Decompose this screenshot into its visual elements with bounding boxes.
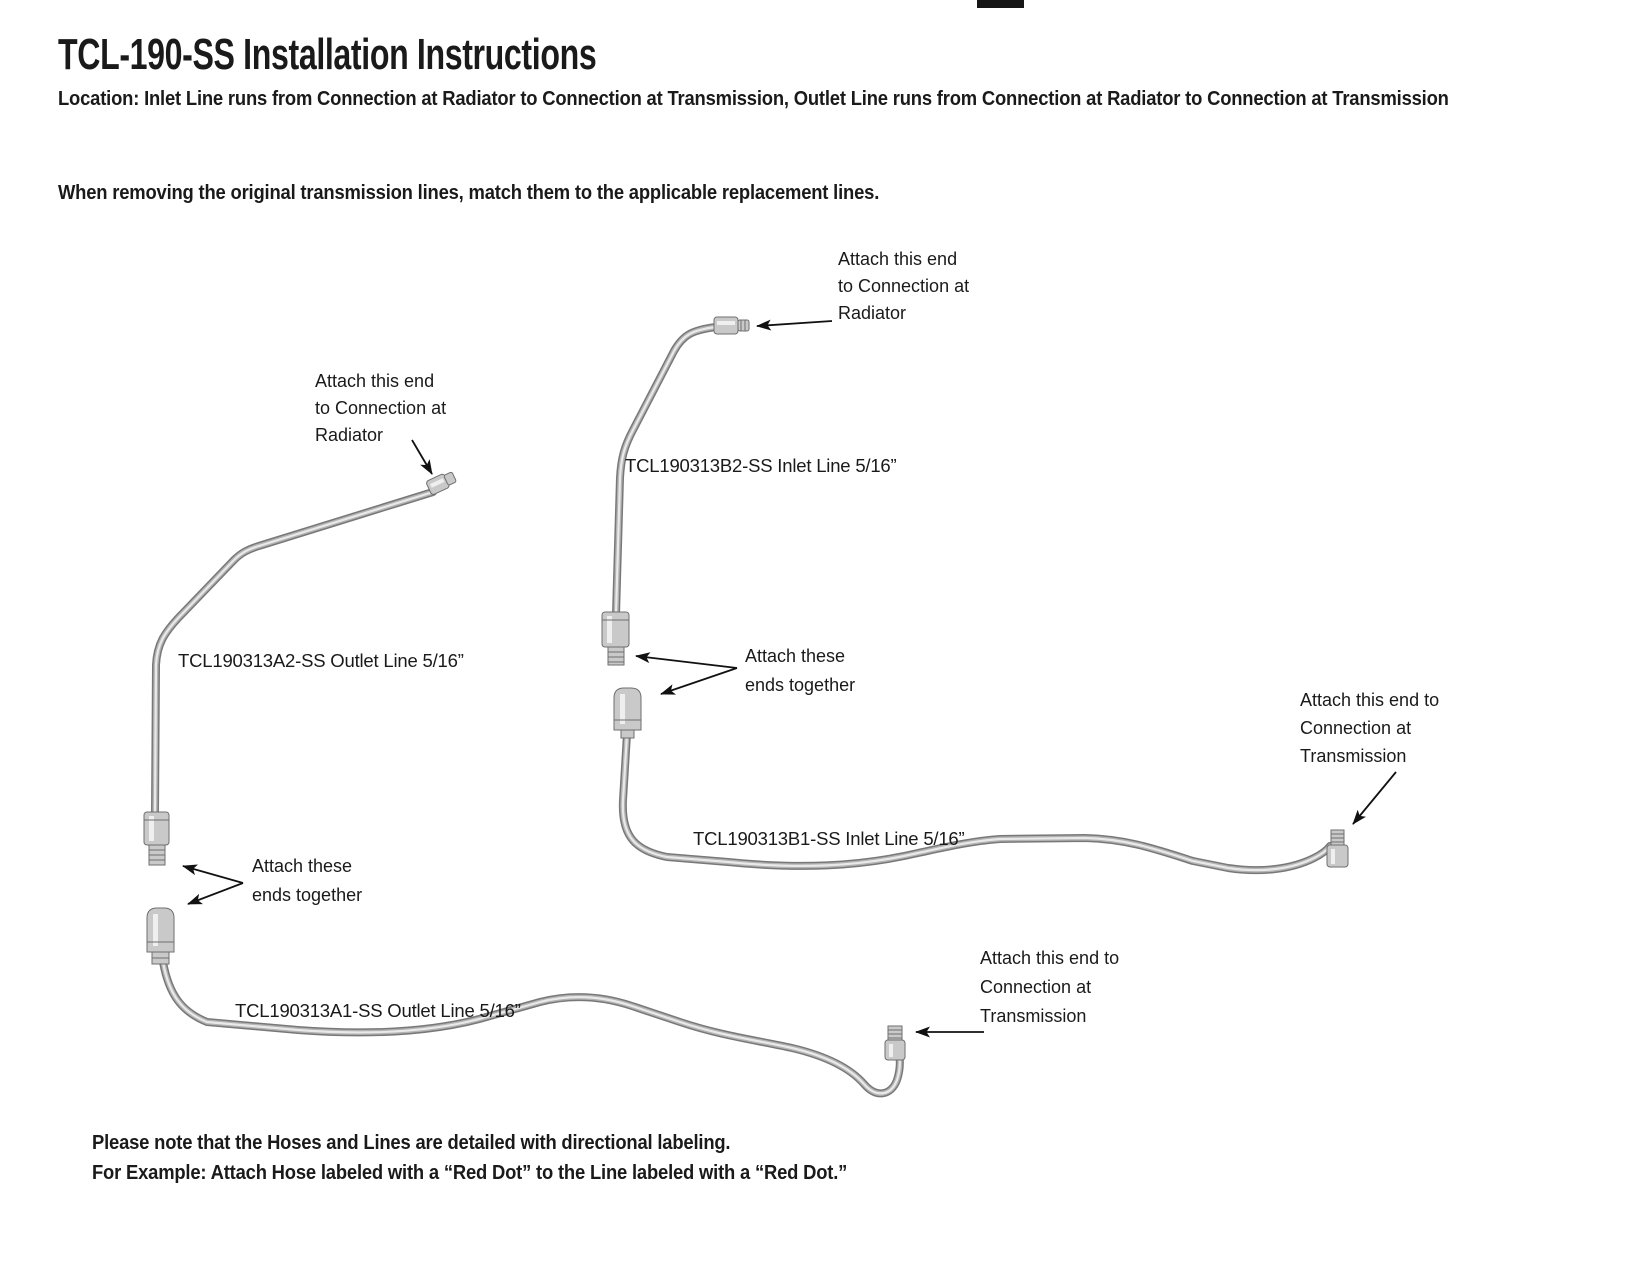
a2-coupler-fitting: [143, 811, 170, 866]
annotation-line: to Connection at: [315, 398, 447, 418]
a2-line-label: TCL190313A2-SS Outlet Line 5/16”: [178, 650, 464, 671]
a2-radiator-fitting: [426, 471, 457, 495]
annotation-line: Attach these: [252, 856, 353, 876]
annotation-transmission-bottom: Attach this end to Connection at Transmi…: [980, 944, 1119, 1031]
annotation-radiator-left: Attach this end to Connection at Radiato…: [315, 368, 446, 449]
b1-coupler-fitting: [613, 687, 642, 739]
arrow-radiator-left: [411, 439, 433, 475]
annotation-line: ends together: [745, 675, 856, 695]
note-directional-labeling: Please note that the Hoses and Lines are…: [92, 1132, 731, 1154]
annotation-line: Attach this end: [315, 371, 435, 391]
annotation-line: Connection at: [980, 977, 1092, 997]
annotation-line: Connection at: [1300, 718, 1412, 738]
arrow-transmission-right: [1352, 771, 1397, 825]
page-title: TCL-190-SS Installation Instructions: [58, 30, 597, 79]
annotation-transmission-right: Attach this end to Connection at Transmi…: [1300, 686, 1439, 770]
annotation-together-left: Attach these ends together: [252, 852, 362, 910]
top-edge-bar: [977, 0, 1024, 8]
annotation-line: Radiator: [838, 303, 907, 323]
annotation-radiator-top: Attach this end to Connection at Radiato…: [838, 246, 969, 327]
annotation-line: to Connection at: [838, 276, 970, 296]
b2-radiator-fitting: [713, 316, 750, 335]
a1-coupler-fitting: [146, 907, 175, 965]
intro-text: When removing the original transmission …: [58, 182, 880, 204]
b2-line-label: TCL190313B2-SS Inlet Line 5/16”: [625, 455, 897, 476]
annotation-line: Transmission: [980, 1006, 1087, 1026]
b2-coupler-fitting: [601, 611, 630, 666]
annotation-line: Attach this end to: [1300, 690, 1440, 710]
a1-line-label: TCL190313A1-SS Outlet Line 5/16”: [235, 1000, 521, 1021]
arrow-radiator-top: [756, 319, 833, 331]
arrow-together-middle-lower: [660, 667, 738, 695]
annotation-arrows: [182, 319, 1397, 1038]
b1-transmission-fitting: [1326, 829, 1349, 868]
annotation-line: Radiator: [315, 425, 384, 445]
b1-line-label: TCL190313B1-SS Inlet Line 5/16”: [693, 828, 965, 849]
note-red-dot-example: For Example: Attach Hose labeled with a …: [92, 1162, 848, 1184]
b1-inlet-line-tube: [618, 730, 1334, 875]
a1-outlet-line-tube: [159, 958, 904, 1098]
b2-inlet-line-tube: [612, 323, 720, 618]
arrow-together-left-lower: [187, 882, 244, 905]
annotation-together-middle: Attach these ends together: [745, 642, 855, 700]
annotation-line: Transmission: [1300, 746, 1407, 766]
a1-transmission-fitting: [884, 1025, 906, 1061]
annotation-line: ends together: [252, 885, 363, 905]
annotation-line: Attach these: [745, 646, 846, 666]
annotation-line: Attach this end: [838, 249, 958, 269]
a2-outlet-line-tube: [151, 488, 437, 816]
arrow-together-left-upper: [182, 864, 244, 884]
annotation-line: Attach this end to: [980, 948, 1120, 968]
arrow-together-middle-upper: [635, 652, 738, 669]
location-text: Location: Inlet Line runs from Connectio…: [58, 88, 1449, 110]
